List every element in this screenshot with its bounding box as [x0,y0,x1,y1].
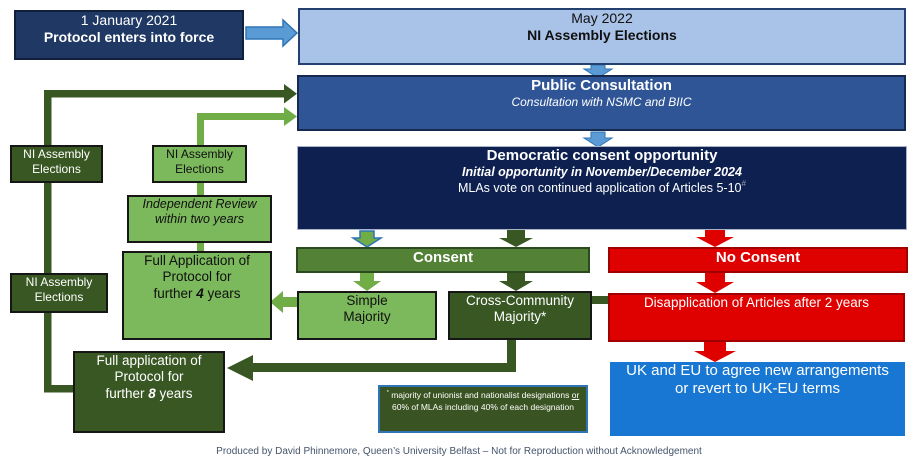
ni-assembly-elections-box: NI Assembly Elections [10,145,103,183]
box-line: NI Assembly [166,147,233,161]
box-line: Independent Review [142,197,257,211]
box-line: 1 January 2021 [80,12,178,28]
arrow-down-icon [696,229,734,247]
arrow-right-icon [284,84,297,104]
connector-line [44,90,284,98]
box-subtitle: Initial opportunity in November/December… [462,165,742,180]
uk-eu-arrangements-box: UK and EU to agree new arrangements or r… [610,362,905,436]
box-label: No Consent [715,249,801,266]
box-line: Protocol for [162,269,232,285]
box-line: MLAs vote on continued application of Ar… [457,179,747,195]
connector-line [197,113,204,253]
box-line: Full application of [96,353,202,368]
connector-line [197,113,284,120]
box-line: Simple [346,293,388,308]
ni-assembly-elections-box: NI Assembly Elections [152,145,247,183]
connector-line [282,297,298,307]
connector-line [585,296,612,304]
public-consultation-box: Public Consultation Consultation with NS… [297,75,906,131]
footnote-text: * majority of unionist and nationalist d… [386,390,580,413]
simple-majority-box: Simple Majority [297,291,437,340]
box-line: NI Assembly Elections [527,27,677,44]
connector-line [44,90,52,392]
full-application-8-years-box: Full application of Protocol for further… [73,351,225,433]
box-line: UK and EU to agree new arrangements [626,362,889,379]
arrow-right-icon [245,18,299,48]
democratic-consent-box: Democratic consent opportunity Initial o… [297,146,907,230]
arrow-down-icon [499,229,533,247]
arrow-left-icon [227,355,253,381]
box-line: Full Application of [144,253,250,268]
box-line: Protocol for [114,369,184,385]
ni-assembly-elections-box: NI Assembly Elections [10,273,108,313]
box-subtitle: Consultation with NSMC and BIIC [511,95,692,110]
disapplication-box: Disapplication of Articles after 2 years [608,293,905,342]
cross-community-majority-box: Cross-Community Majority* [448,291,592,340]
connector-line [507,340,516,372]
full-application-4-years-box: Full Application of Protocol for further… [122,251,272,340]
arrow-down-icon [499,273,533,291]
protocol-enters-force-box: 1 January 2021 Protocol enters into forc… [14,10,244,60]
box-line: Elections [32,161,81,176]
box-title: Democratic consent opportunity [486,147,718,164]
attribution-caption: Produced by David Phinnemore, Queen’s Un… [216,446,702,457]
box-line: or revert to UK-EU terms [674,380,841,398]
connector-line [250,363,516,372]
box-line: NI Assembly [25,275,93,289]
box-line: NI Assembly [23,147,90,161]
box-line: further 4 years [153,285,241,301]
box-line: Majority* [493,309,547,325]
box-line: Protocol enters into force [43,29,215,46]
footnote-box: * majority of unionist and nationalist d… [378,385,588,433]
arrow-down-icon [582,131,614,148]
arrow-down-icon [353,273,381,291]
box-line: further 8 years [105,385,193,401]
box-line: Cross-Community [465,293,574,308]
box-line: Elections [175,161,224,176]
connector-line [44,385,76,393]
arrow-right-icon [284,107,297,126]
arrow-down-icon [694,342,736,362]
arrow-down-icon [350,230,384,248]
arrow-left-icon [270,291,283,313]
independent-review-box: Independent Review within two years [127,195,272,243]
footnote-mark: # [741,179,747,189]
box-title: Public Consultation [531,77,672,94]
no-consent-box: No Consent [608,247,908,273]
box-line: Majority [343,309,391,325]
arrow-down-icon [696,273,734,293]
box-label: Consent [413,249,473,266]
consent-box: Consent [296,247,590,273]
may-2022-elections-box: May 2022 NI Assembly Elections [298,8,906,65]
box-line: within two years [155,212,244,227]
box-label: Disapplication of Articles after 2 years [643,295,870,310]
arrow-down-icon [582,64,614,79]
box-line: May 2022 [571,10,633,26]
box-line: Elections [34,289,84,304]
